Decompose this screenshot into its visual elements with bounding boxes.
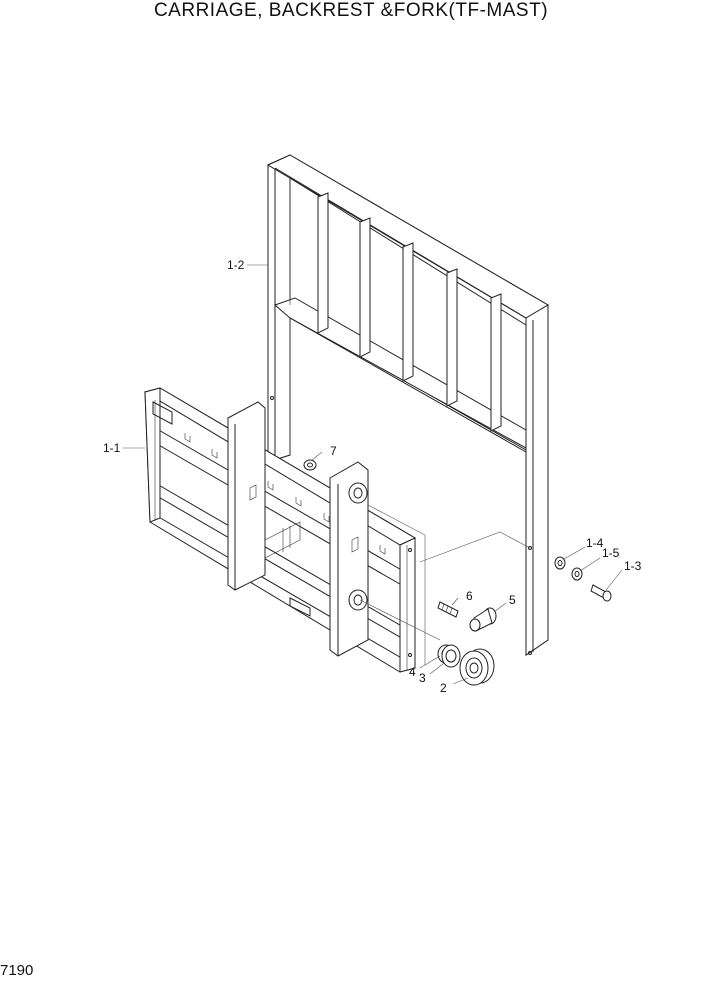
assembly-guide-lines bbox=[359, 504, 531, 665]
callout-1-3: 1-3 bbox=[624, 559, 642, 573]
part-1-4-washer bbox=[554, 556, 566, 570]
callout-2: 2 bbox=[440, 681, 447, 695]
diagram-title: CARRIAGE, BACKREST &FORK(TF-MAST) bbox=[153, 0, 549, 21]
part-2-roller bbox=[459, 648, 495, 686]
part-1-5-lockwasher bbox=[571, 567, 583, 581]
callout-1-1: 1-1 bbox=[103, 441, 121, 455]
callout-1-2: 1-2 bbox=[227, 258, 245, 272]
part-6-pin bbox=[437, 601, 459, 618]
callout-1-5: 1-5 bbox=[602, 546, 620, 560]
part-1-3-bolt bbox=[590, 584, 612, 602]
carriage-part bbox=[143, 387, 417, 673]
part-5-shaft bbox=[469, 607, 497, 632]
page-number: 7190 bbox=[0, 962, 34, 979]
callout-1-4: 1-4 bbox=[586, 536, 604, 550]
callout-6: 6 bbox=[466, 589, 473, 603]
part-7-nut bbox=[303, 459, 317, 471]
callout-3: 3 bbox=[419, 671, 426, 685]
callout-7: 7 bbox=[330, 444, 337, 458]
callout-leaders bbox=[123, 264, 623, 685]
callout-5: 5 bbox=[509, 593, 516, 607]
callout-4: 4 bbox=[409, 665, 416, 679]
part-3-roller bbox=[441, 644, 461, 668]
backrest-part bbox=[266, 154, 549, 656]
